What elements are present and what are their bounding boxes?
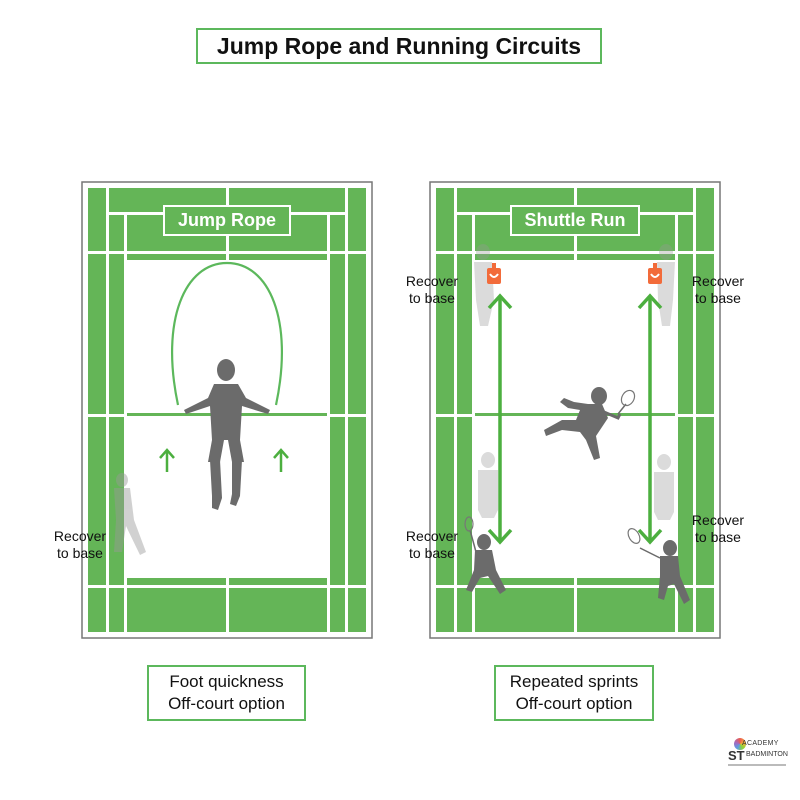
- caption-shuttle-run: Repeated sprints Off-court option: [494, 665, 654, 721]
- cone-icon: [487, 263, 501, 284]
- running-player-icon: [544, 387, 636, 460]
- court-shuttle-run: [429, 181, 721, 639]
- player-with-racket-icon: [464, 516, 506, 594]
- up-arrow-icon: [273, 448, 289, 472]
- logo-burst-icon: [734, 738, 746, 750]
- caption-line: Off-court option: [168, 694, 285, 713]
- cone-icon: [648, 263, 662, 284]
- logo-underline: [728, 764, 786, 766]
- caption-line: Repeated sprints: [509, 672, 639, 691]
- side-note-line: Recover: [691, 512, 745, 528]
- panel-label-jump-rope: Jump Rope: [163, 205, 291, 236]
- ghost-walking-figure-icon: [114, 473, 146, 555]
- logo-text-academy: ACADEMY: [742, 740, 779, 747]
- player-with-racket-icon: [627, 528, 690, 604]
- side-note-line: to base: [409, 290, 455, 306]
- double-arrow-icon: [637, 293, 663, 545]
- logo-text-badminton: BADMINTON: [746, 751, 788, 758]
- double-arrow-icon: [487, 293, 513, 545]
- academy-logo: ACADEMY ST BADMINTON: [728, 738, 788, 772]
- side-note-line: to base: [695, 529, 741, 545]
- side-note-shuttle-right-top: Recover to base: [686, 273, 750, 307]
- side-note-line: Recover: [53, 528, 107, 544]
- side-note-line: to base: [695, 290, 741, 306]
- court-jump-rope: [81, 181, 373, 639]
- side-note-line: Recover: [691, 273, 745, 289]
- side-note-left-jump: Recover to base: [48, 528, 112, 562]
- panel-label-shuttle-run: Shuttle Run: [510, 205, 640, 236]
- side-note-shuttle-left-bottom: Recover to base: [400, 528, 464, 562]
- side-note-shuttle-right-bottom: Recover to base: [686, 512, 750, 546]
- caption-line: Off-court option: [515, 694, 633, 713]
- side-note-line: to base: [409, 545, 455, 561]
- caption-jump-rope: Foot quickness Off-court option: [147, 665, 306, 721]
- page-title: Jump Rope and Running Circuits: [196, 28, 602, 64]
- side-note-shuttle-left-top: Recover to base: [400, 273, 464, 307]
- side-note-line: Recover: [405, 528, 459, 544]
- logo-text-st: ST: [728, 748, 745, 763]
- caption-line: Foot quickness: [169, 672, 284, 691]
- side-note-line: Recover: [405, 273, 459, 289]
- side-note-line: to base: [57, 545, 103, 561]
- jump-rope-figure-icon: [184, 359, 270, 510]
- up-arrow-icon: [159, 448, 175, 472]
